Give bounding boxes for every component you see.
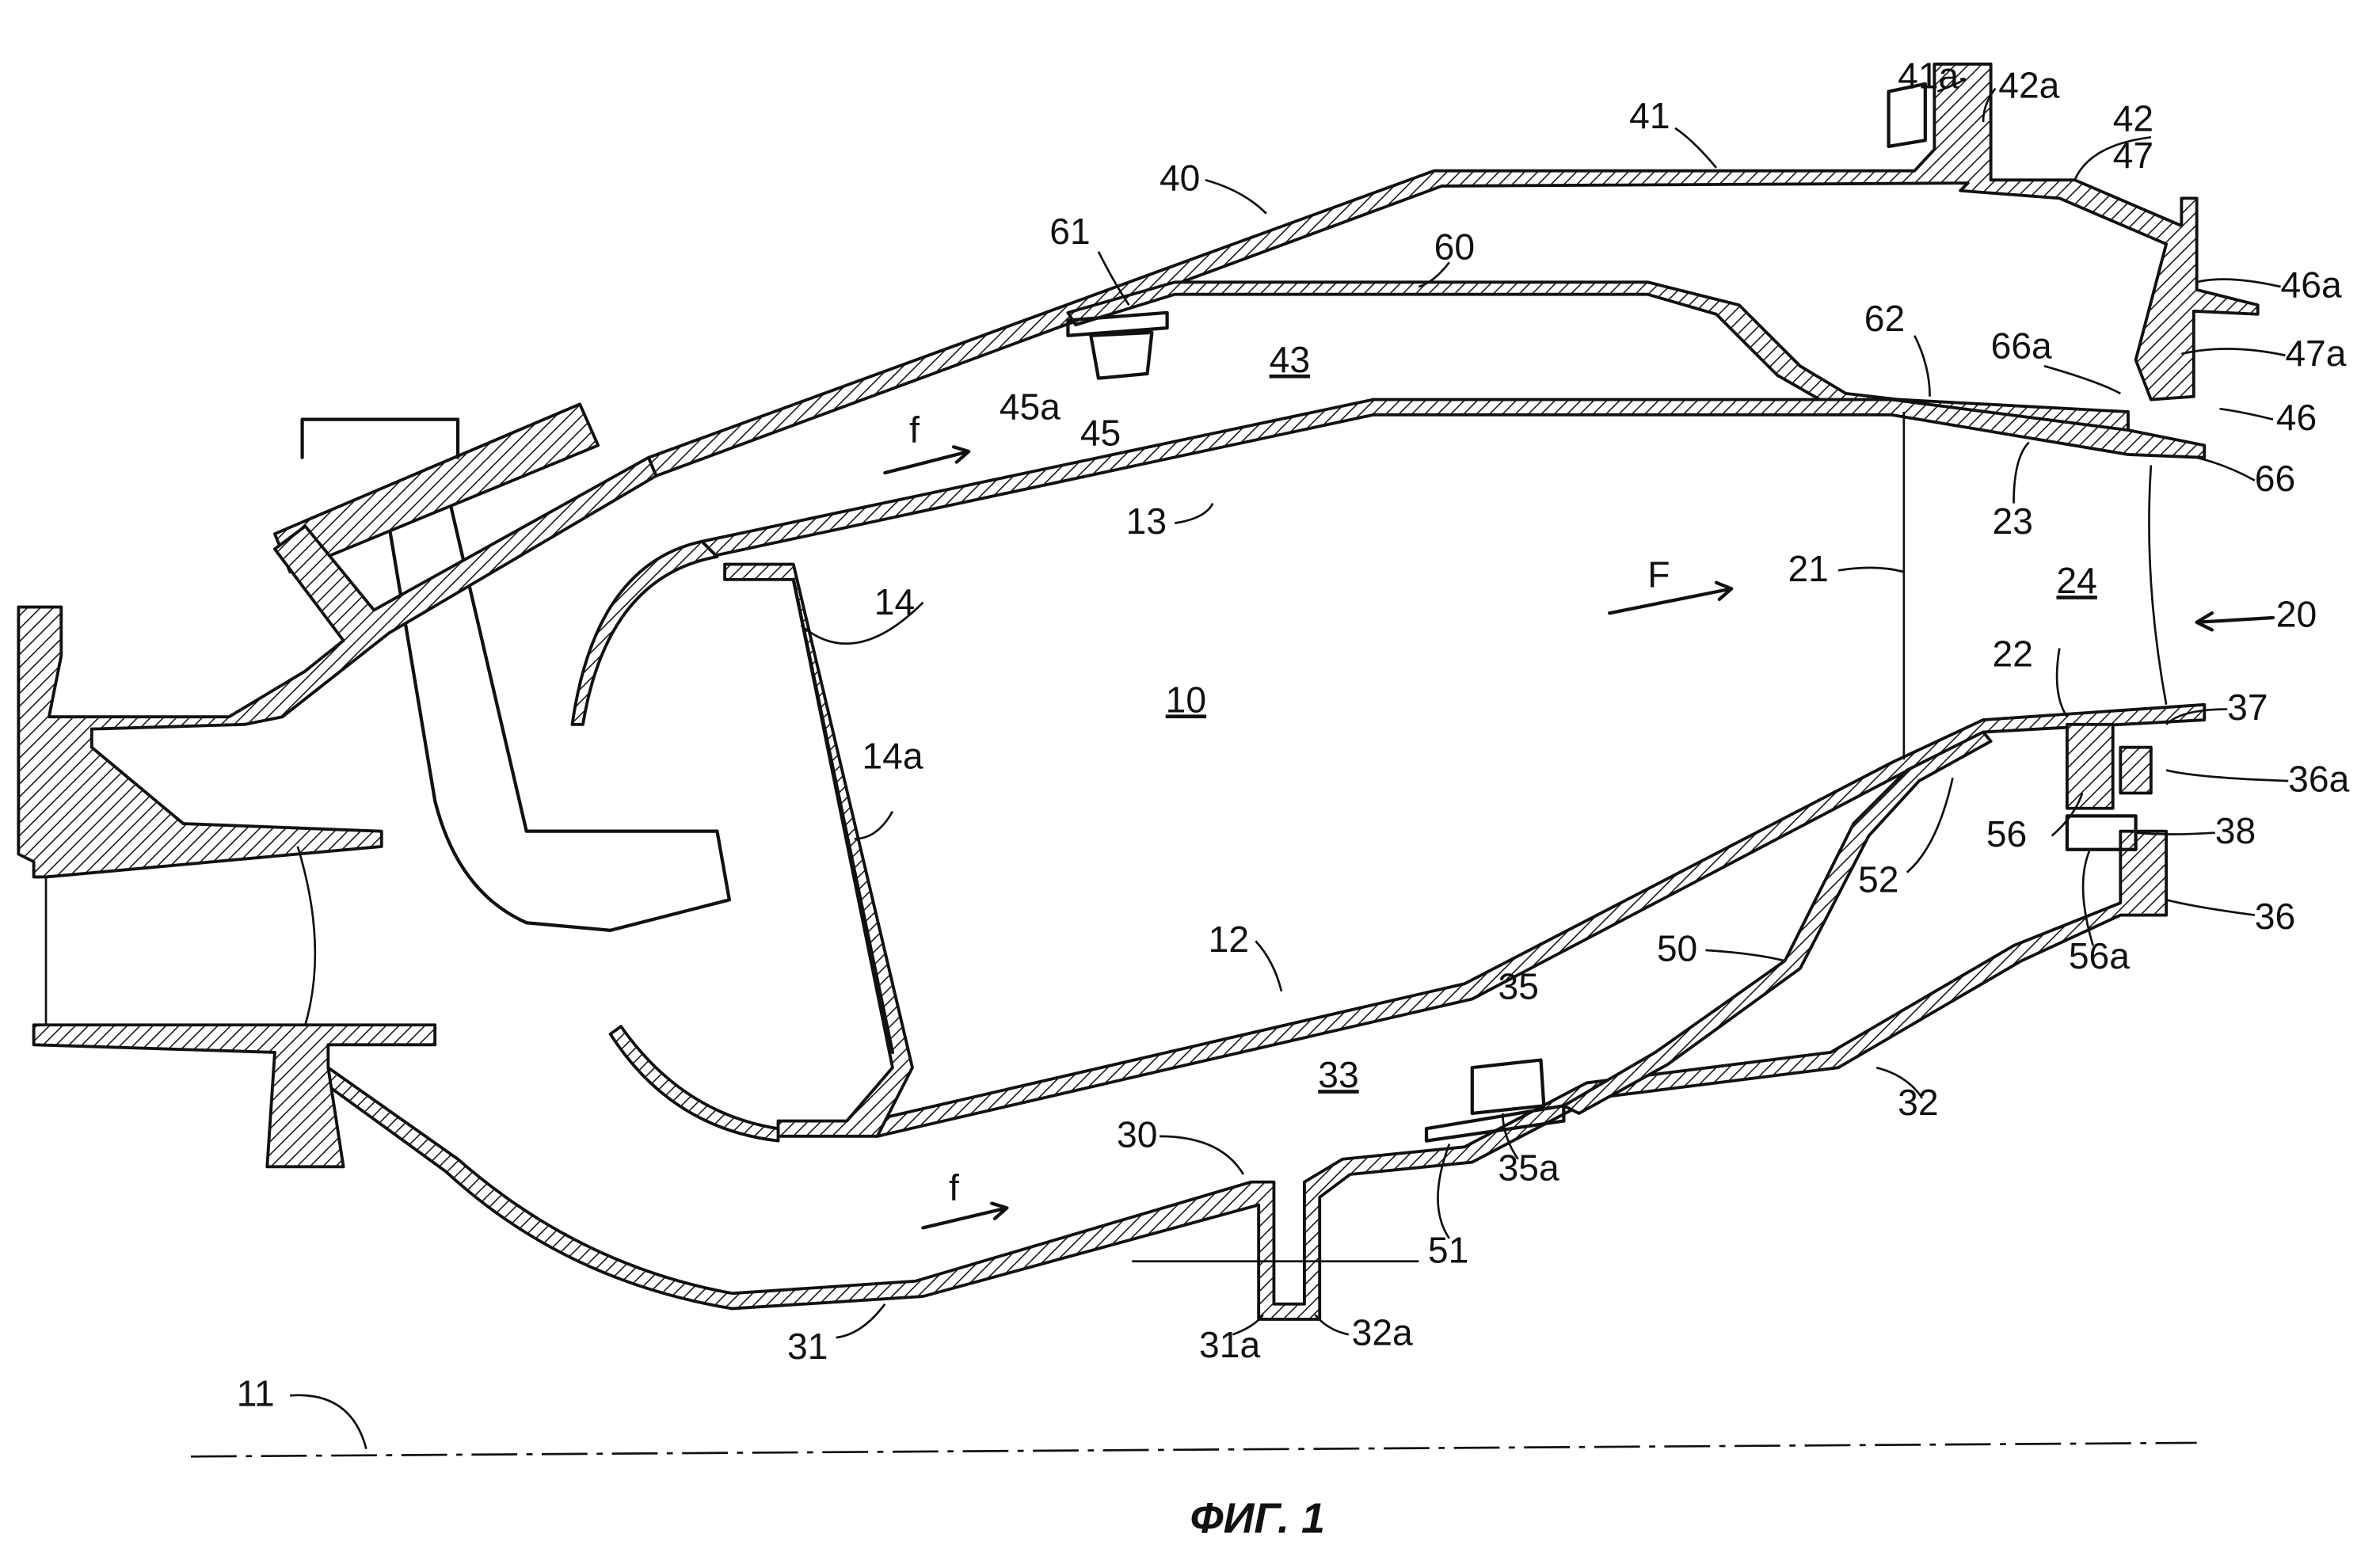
flange-56 [2066,722,2115,810]
label-f-upper: f [909,409,920,451]
label-43: 43 [1270,339,1310,380]
deflector-upper [570,539,719,726]
label-13: 13 [1126,500,1167,542]
diffuser-lower [32,1023,437,1169]
label-56: 56 [1986,813,2027,854]
arrow-20 [2195,611,2275,632]
label-11: 11 [237,1373,275,1414]
inlet-channel [44,846,317,1026]
label-30: 30 [1117,1113,1157,1155]
deflector-14a [791,577,895,1055]
label-50: 50 [1657,927,1697,968]
flame-tube-inner-12 [868,702,2207,1138]
axis-11 [190,1441,2197,1458]
label-31a: 31a [1199,1324,1260,1365]
outer-casing-upper [646,62,2260,478]
fitting-35 [1424,1058,1566,1143]
label-41: 41 [1629,95,1670,136]
outer-casing-lower [326,829,2169,1321]
fitting-45 [1066,310,1169,380]
flame-tube-outer-13 [700,398,2207,558]
deflector-lower [608,1025,780,1143]
label-24: 24 [2056,560,2096,601]
label-37: 37 [2227,687,2268,728]
label-38: 38 [2215,810,2256,851]
label-21: 21 [1788,548,1828,589]
leader-lines [290,78,2289,1450]
label-F: F [1647,554,1670,595]
fuel-injector [387,501,731,932]
reference-labels: 41a 42a 41 42 47 40 61 60 46a 62 66a 47a… [237,55,2350,1414]
flow-arrow-F [1608,580,1734,615]
label-47a: 47a [2285,333,2346,374]
label-40: 40 [1160,158,1200,199]
fitting-41a [1887,82,1927,149]
label-62: 62 [1864,298,1905,339]
label-23: 23 [1993,500,2033,542]
label-52: 52 [1858,859,1898,900]
label-35: 35 [1498,966,1539,1007]
flow-arrow-f-lower [921,1201,1009,1230]
label-22: 22 [1993,634,2033,675]
label-35a: 35a [1498,1147,1559,1189]
flange-36 [2119,745,2153,795]
label-45: 45 [1080,412,1121,453]
label-42a: 42a [1998,64,2059,105]
label-31: 31 [787,1326,828,1367]
label-12: 12 [1209,919,1249,960]
label-36a: 36a [2288,759,2349,800]
dome-14 [723,562,914,1138]
label-46a: 46a [2281,264,2342,306]
label-20: 20 [2276,594,2317,635]
label-46: 46 [2276,397,2317,438]
label-61: 61 [1049,211,1090,252]
label-56a: 56a [2069,935,2130,976]
flow-arrow-f-upper [883,445,971,475]
label-66: 66 [2255,458,2295,499]
label-14a: 14a [862,736,923,777]
label-32a: 32a [1352,1312,1413,1353]
label-10: 10 [1166,679,1206,720]
label-36: 36 [2255,896,2295,937]
label-42: 42 [2113,98,2153,139]
label-45a: 45a [1000,386,1061,428]
label-32: 32 [1898,1082,1938,1123]
label-66a: 66a [1991,325,2052,367]
label-60: 60 [1434,226,1475,267]
label-33: 33 [1318,1054,1358,1095]
liner-50 [1562,730,1993,1115]
label-41a: 41a [1898,55,1959,97]
figure-caption: ФИГ. 1 [1190,1495,1325,1543]
injector-stem [300,417,460,459]
outlet-20 [2148,465,2168,706]
label-f-lower: f [949,1167,959,1208]
